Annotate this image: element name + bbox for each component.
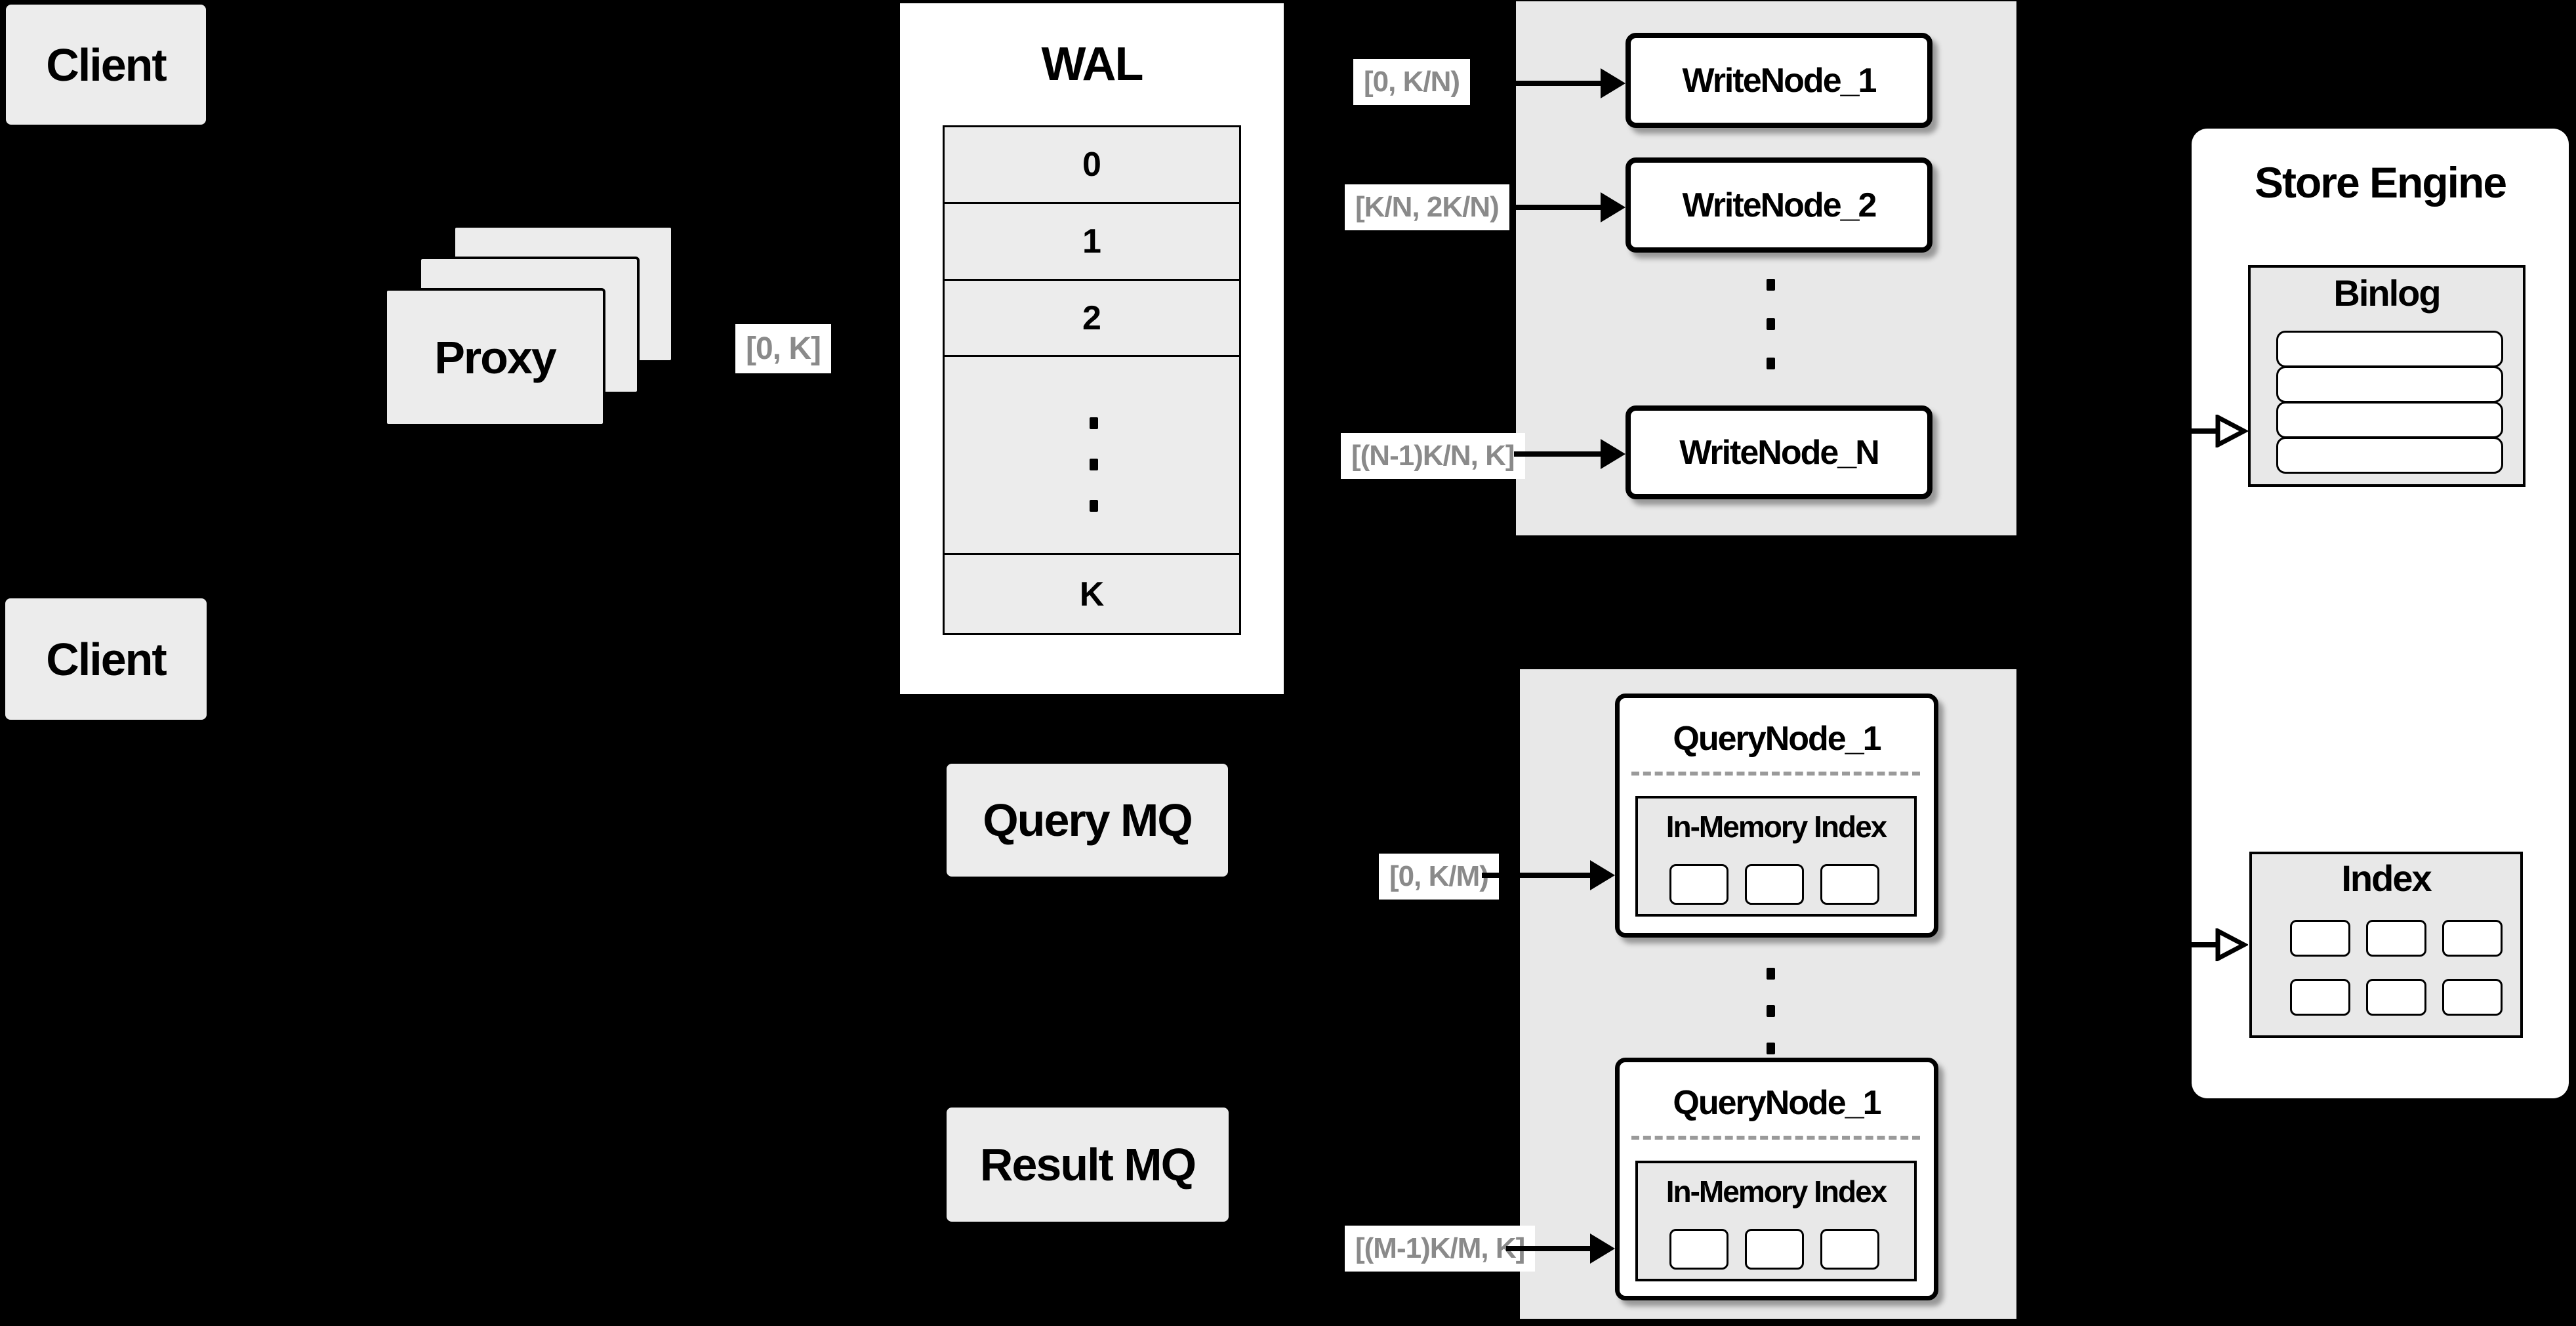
client-bottom-label: Client (46, 633, 167, 685)
arrow-to-query-node-1 (1482, 873, 1590, 878)
arrowhead-query-node-1 (1590, 860, 1615, 890)
index-box: Index (2249, 852, 2523, 1038)
write-range-label-3: [(N-1)K/N, K] (1341, 433, 1525, 479)
index-rect (2442, 979, 2503, 1016)
query-node-1-box: QueryNode_1 In-Memory Index (1615, 694, 1938, 938)
ellipsis-dot (1090, 500, 1098, 512)
index-rect (2366, 920, 2426, 957)
query-node-2-box: QueryNode_1 In-Memory Index (1615, 1058, 1938, 1300)
in-memory-index-2-box: In-Memory Index (1635, 1161, 1917, 1281)
result-mq-label: Result MQ (979, 1139, 1196, 1190)
client-bottom-box: Client (5, 598, 207, 720)
index-rect (2366, 979, 2426, 1016)
write-node-1-box: WriteNode_1 (1625, 33, 1932, 128)
write-node-2-box: WriteNode_2 (1625, 157, 1932, 253)
wal-row-1: 1 (945, 202, 1239, 279)
query-node-1-label: QueryNode_1 (1673, 720, 1881, 758)
proxy-box: Proxy (384, 288, 605, 426)
open-arrowhead-binlog (2215, 415, 2248, 447)
write-node-1-label: WriteNode_1 (1682, 61, 1877, 100)
ellipsis-dot (1767, 1005, 1775, 1017)
client-top-label: Client (46, 39, 167, 91)
query-node-1-divider (1631, 772, 1920, 776)
wal-row-ellipsis (945, 355, 1239, 553)
in-memory-index-1-label: In-Memory Index (1666, 810, 1888, 844)
ellipsis-dot (1767, 1043, 1775, 1054)
query-range-label-2: [(M-1)K/M, K] (1345, 1226, 1536, 1272)
index-title: Index (2341, 858, 2432, 899)
proxy-label: Proxy (434, 331, 557, 383)
segment-rect (1820, 1229, 1879, 1270)
open-arrowhead-index (2215, 928, 2248, 961)
wal-row-2: 2 (945, 279, 1239, 355)
binlog-row (2276, 437, 2503, 474)
index-rect (2290, 979, 2350, 1016)
write-node-2-label: WriteNode_2 (1682, 186, 1877, 224)
binlog-row (2276, 402, 2503, 438)
ellipsis-dot (1767, 318, 1775, 330)
query-node-2-label: QueryNode_1 (1673, 1084, 1881, 1122)
write-node-n-box: WriteNode_N (1625, 405, 1932, 499)
arrow-to-write-node-1 (1480, 81, 1602, 86)
client-top-box: Client (6, 5, 206, 125)
ellipsis-dot (1090, 459, 1098, 470)
arrow-to-index (2192, 942, 2217, 947)
ellipsis-dot (1767, 968, 1775, 980)
query-range-label-1: [0, K/M) (1379, 854, 1499, 900)
arrow-to-binlog (2192, 428, 2217, 434)
index-rect (2290, 920, 2350, 957)
ellipsis-dot (1090, 417, 1098, 429)
wal-box: WAL 0 1 2 K (900, 3, 1284, 694)
store-engine-title: Store Engine (2254, 158, 2507, 207)
write-range-label-1: [0, K/N) (1353, 59, 1470, 105)
arrowhead-write-node-2 (1601, 192, 1625, 222)
arrowhead-query-node-2 (1590, 1233, 1615, 1264)
segment-rect (1669, 864, 1728, 905)
write-range-label-2: [K/N, 2K/N) (1345, 184, 1509, 230)
arrow-to-write-node-n (1514, 451, 1602, 457)
binlog-box: Binlog (2248, 265, 2525, 487)
segment-rect (1820, 864, 1879, 905)
wal-title: WAL (1041, 38, 1144, 91)
write-node-n-label: WriteNode_N (1679, 433, 1880, 472)
binlog-row (2276, 366, 2503, 403)
ellipsis-dot (1767, 358, 1775, 369)
arrow-to-query-node-2 (1506, 1246, 1590, 1251)
index-rect (2442, 920, 2503, 957)
segment-rect (1745, 864, 1804, 905)
proxy-range-label: [0, K] (735, 324, 831, 373)
arrow-to-write-node-2 (1510, 205, 1602, 210)
wal-row-k: K (945, 553, 1239, 633)
binlog-row (2276, 331, 2503, 367)
wal-row-0: 0 (945, 127, 1239, 202)
query-node-2-divider (1631, 1136, 1920, 1140)
arrowhead-write-node-1 (1601, 68, 1625, 98)
arrowhead-write-node-n (1601, 439, 1625, 469)
query-mq-label: Query MQ (983, 795, 1193, 846)
in-memory-index-2-label: In-Memory Index (1666, 1174, 1888, 1209)
in-memory-index-1-box: In-Memory Index (1635, 796, 1917, 917)
result-mq-box: Result MQ (947, 1108, 1229, 1222)
segment-rect (1669, 1229, 1728, 1270)
binlog-title: Binlog (2333, 272, 2441, 314)
segment-rect (1745, 1229, 1804, 1270)
wal-rows: 0 1 2 K (943, 125, 1241, 635)
query-mq-box: Query MQ (947, 764, 1228, 877)
ellipsis-dot (1767, 279, 1775, 291)
store-engine-box: Store Engine Binlog Index (2192, 129, 2569, 1098)
